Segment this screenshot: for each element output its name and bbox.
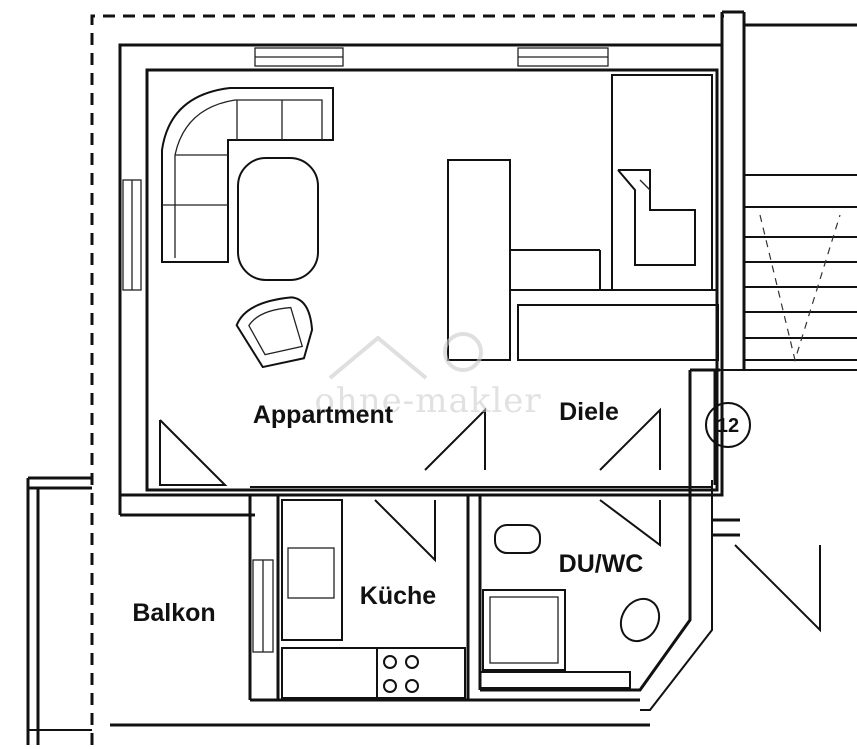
room-label-du-wc: DU/WC [559,550,644,578]
watermark-text: ohne-makler [314,381,541,421]
washbasin [619,597,661,643]
windows [122,47,609,653]
shower-tray [482,589,566,671]
doors [159,407,821,633]
coffee-table [237,157,319,281]
toilet [494,524,541,554]
armchair [235,296,314,369]
unit-number-badge: 12 [705,402,751,448]
watermark: ohne-makler [314,332,541,421]
kitchen-fittings [281,499,466,699]
room-divider [447,159,719,361]
room-label-balkon: Balkon [132,599,215,627]
sofa [161,87,334,263]
balcony-structure [26,476,92,745]
unit-number: 12 [717,415,739,437]
bathroom-fixtures [479,524,661,689]
exterior-walls [110,10,857,727]
property-boundary [90,14,724,745]
staircase [744,174,857,363]
room-label-appartment: Appartment [253,401,394,429]
room-label-kueche: Küche [360,582,437,610]
bed-alcove [611,74,713,291]
room-label-diele: Diele [559,398,619,426]
